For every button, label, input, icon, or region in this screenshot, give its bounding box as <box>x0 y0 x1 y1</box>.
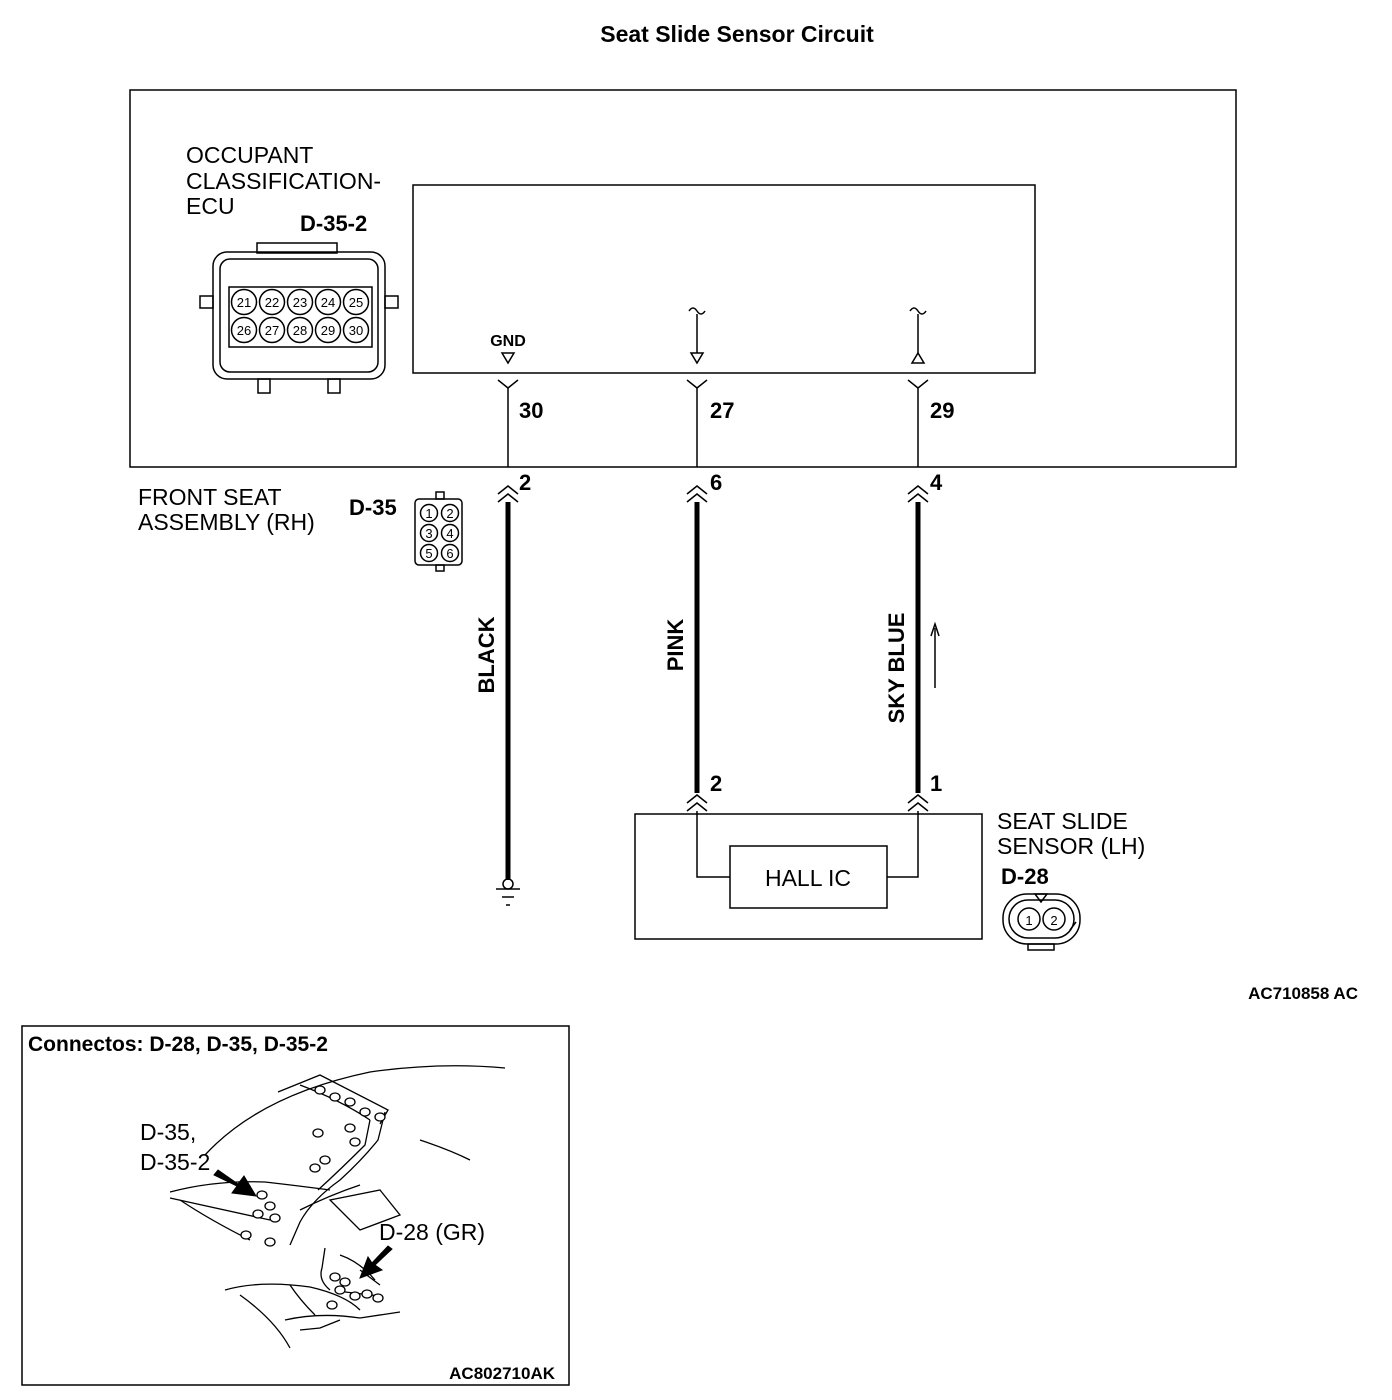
ecu-pin: 24 <box>321 295 335 310</box>
signal-output-icon <box>909 307 927 364</box>
ecu-connector-icon: 21 22 23 24 25 26 27 28 29 30 <box>199 242 399 394</box>
ground-icon <box>496 878 520 906</box>
location-panel-code: AC802710AK <box>449 1364 556 1383</box>
front-seat-name-line-2: ASSEMBLY (RH) <box>138 509 315 535</box>
ecu-pin: 21 <box>237 295 251 310</box>
seat-pin: 4 <box>446 526 453 541</box>
gnd-triangle-icon <box>500 352 516 365</box>
d28-location-arrow-icon <box>359 1245 393 1279</box>
location-label-d35-line-2: D-35-2 <box>140 1149 210 1175</box>
ecu-name-line-3: ECU <box>186 193 235 219</box>
ecu-pin: 26 <box>237 323 251 338</box>
ecu-terminal-27: 27 <box>710 398 734 423</box>
seat-slide-sensor-box <box>634 813 983 940</box>
sensor-terminal-2: 2 <box>710 771 722 796</box>
ecu-terminal-30: 30 <box>519 398 543 423</box>
ecu-pin: 27 <box>265 323 279 338</box>
seat-pin: 1 <box>425 506 432 521</box>
ecu-pin: 29 <box>321 323 335 338</box>
connector-location-panel <box>21 1025 570 1386</box>
ecu-pin: 23 <box>293 295 307 310</box>
ecu-pin: 22 <box>265 295 279 310</box>
wire-label-black: BLACK <box>474 616 499 693</box>
terminal-mark-icon <box>686 379 708 389</box>
wire-label-pink: PINK <box>663 619 688 672</box>
ecu-name-line-2: CLASSIFICATION- <box>186 168 381 194</box>
sensor-connector-id: D-28 <box>1001 864 1049 889</box>
seat-pin: 2 <box>446 506 453 521</box>
d35-location-arrow-icon <box>213 1169 257 1197</box>
location-label-d28: D-28 (GR) <box>379 1219 485 1245</box>
vehicle-interior-illustration <box>169 1065 506 1349</box>
location-panel-title: Connectos: D-28, D-35, D-35-2 <box>28 1033 328 1056</box>
seat-pin: 3 <box>425 526 432 541</box>
connector-cluster-icons <box>240 1085 386 1310</box>
sensor-pin: 2 <box>1050 913 1057 928</box>
sensor-connector-mark-icon <box>907 794 929 812</box>
front-seat-connector-icon: 1 2 3 4 5 6 <box>414 491 463 572</box>
sensor-pin: 1 <box>1025 913 1032 928</box>
ecu-name-line-1: OCCUPANT <box>186 142 313 168</box>
sensor-connector-icon: 1 2 <box>1002 893 1081 951</box>
gnd-label: GND <box>490 333 526 350</box>
seat-terminal-2: 2 <box>519 470 531 495</box>
location-label-d35-line-1: D-35, <box>140 1119 196 1145</box>
seat-pin: 5 <box>425 546 432 561</box>
seat-connector-mark-icon <box>497 485 519 503</box>
signal-direction-arrow-icon <box>930 621 940 688</box>
terminal-mark-icon <box>907 379 929 389</box>
sensor-name-line-1: SEAT SLIDE <box>997 808 1128 834</box>
front-seat-outer-box <box>129 89 1237 468</box>
ecu-connector-id: D-35-2 <box>300 211 367 236</box>
hall-ic-label: HALL IC <box>765 865 851 891</box>
page-title: Seat Slide Sensor Circuit <box>600 21 874 47</box>
sensor-name-line-2: SENSOR (LH) <box>997 833 1145 859</box>
ecu-inner-box <box>412 184 1036 374</box>
ecu-pin: 30 <box>349 323 363 338</box>
seat-connector-mark-icon <box>686 485 708 503</box>
signal-input-icon <box>688 307 706 365</box>
sensor-terminal-1: 1 <box>930 771 942 796</box>
wire-sensor-internal-1 <box>887 811 919 878</box>
sensor-connector-mark-icon <box>686 794 708 812</box>
seat-pin: 6 <box>446 546 453 561</box>
wire-label-sky-blue: SKY BLUE <box>884 613 909 724</box>
ecu-pin: 25 <box>349 295 363 310</box>
seat-terminal-6: 6 <box>710 470 722 495</box>
wire-sensor-internal-2 <box>696 811 730 878</box>
seat-connector-mark-icon <box>907 485 929 503</box>
front-seat-name-line-1: FRONT SEAT <box>138 484 282 510</box>
diagram-code: AC710858 AC <box>1248 984 1358 1003</box>
terminal-mark-icon <box>497 379 519 389</box>
ecu-terminal-29: 29 <box>930 398 954 423</box>
ecu-pin: 28 <box>293 323 307 338</box>
seat-terminal-4: 4 <box>930 470 943 495</box>
front-seat-connector-id: D-35 <box>349 495 397 520</box>
